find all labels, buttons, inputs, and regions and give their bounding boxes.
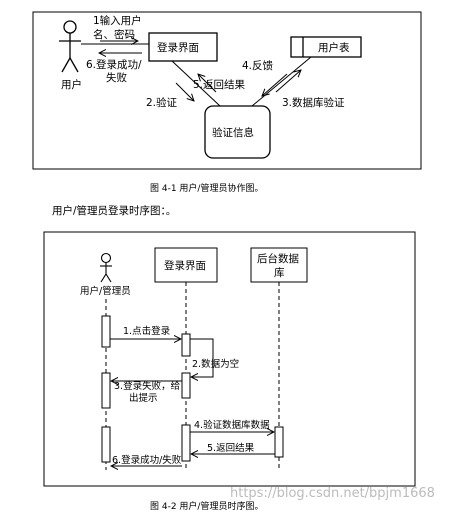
verify-info-node [204, 105, 271, 159]
msg-click: 1.点击登录 [123, 325, 171, 337]
arrow-verify [175, 82, 194, 101]
arrow-db-verify [275, 70, 301, 93]
lifeline-db-label-2: 库 [274, 266, 285, 279]
actor-user-icon [59, 20, 81, 73]
login-interface-label: 登录界面 [157, 41, 199, 54]
sequence-diagram: 用户/管理员 登录界面 后台数据 库 1.点击登录 2.数据为空 3.登录失败，… [43, 231, 416, 487]
lifeline-db-label-1: 后台数据 [257, 252, 299, 265]
activation-login-3 [181, 424, 191, 462]
login-interface-box [148, 32, 218, 62]
activation-db [274, 426, 284, 458]
activation-user-3 [101, 426, 111, 463]
msg-db-verify: 3.数据库验证 [282, 96, 345, 109]
login-verify-link [171, 60, 221, 107]
lifeline-db-head [250, 247, 308, 283]
msg-return: 5.返回结果 [207, 442, 255, 454]
figure1-caption: 图 4-1 用户/管理员协作图。 [150, 182, 263, 194]
verify-info-label: 验证信息 [212, 126, 254, 139]
msg-verify: 2.验证 [146, 96, 178, 109]
msg-arrow-empty [190, 338, 214, 377]
lifeline-login-label: 登录界面 [164, 259, 206, 272]
msg-feedback: 4.反馈 [242, 59, 274, 72]
section-title: 用户/管理员登录时序图：。 [52, 204, 176, 217]
user-table-label: 用户表 [318, 41, 350, 54]
actor-admin-icon [100, 252, 112, 283]
msg-input-line2: 名、密码 [93, 28, 135, 41]
msg-return: 5.返回结果 [193, 78, 246, 91]
msg-result: 6.登录成功/失败 [112, 454, 182, 466]
verify-table-link [251, 56, 312, 107]
arrow-feedback [262, 73, 288, 96]
watermark-text: https://blog.csdn.net/bpjm1668 [230, 486, 435, 501]
figure2-caption: 图 4-2 用户/管理员时序图。 [150, 500, 263, 512]
msg-verify-db: 4.验证数据库数据 [194, 419, 270, 431]
msg-fail-line1: 3.登录失败，给 [114, 380, 181, 392]
activation-user-2 [101, 372, 111, 409]
activation-login-1 [181, 333, 191, 357]
actor-label: 用户 [61, 78, 82, 91]
msg-empty: 2.数据为空 [192, 358, 239, 370]
msg-result-line2: 失败 [106, 71, 127, 84]
arrow-return [198, 74, 217, 93]
msg-result-line1: 6.登录成功/ [86, 58, 142, 71]
collaboration-diagram: 用户 登录界面 用户表 验证信息 1输入用户 名、密码 6.登录成功/ 失败 2… [32, 11, 422, 170]
msg-input-line1: 1输入用户 [93, 14, 142, 27]
actor-label: 用户/管理员 [80, 285, 131, 297]
activation-login-2 [181, 372, 191, 399]
lifeline-login-head [154, 247, 218, 283]
user-table-box [290, 36, 362, 58]
activation-user-1 [101, 315, 111, 348]
msg-fail-line2: 出提示 [129, 392, 158, 404]
